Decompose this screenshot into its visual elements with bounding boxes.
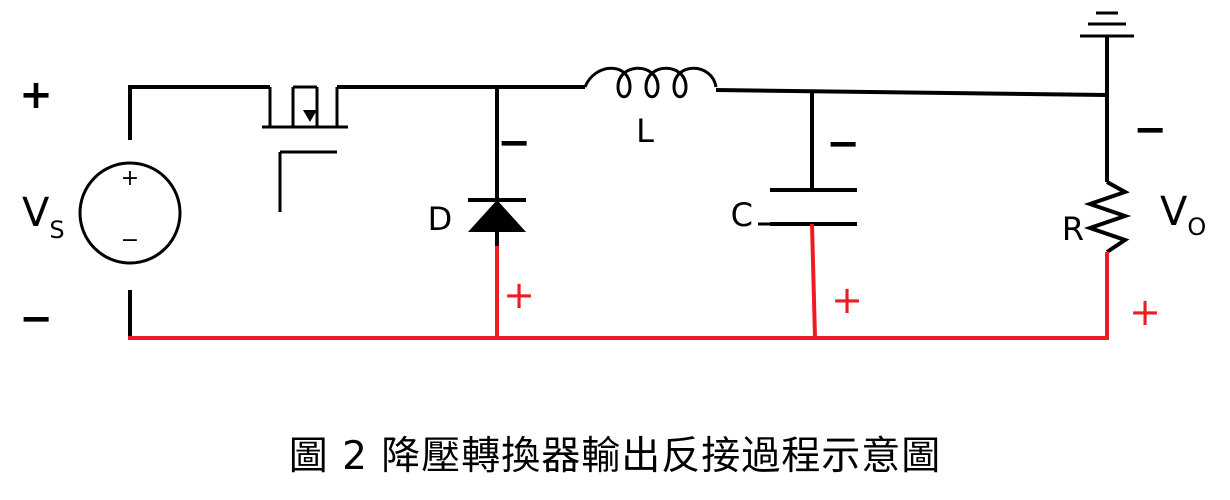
figure-caption: 圖 2 降壓轉換器輸出反接過程示意圖: [288, 434, 942, 479]
diode-minus: −: [497, 120, 531, 166]
vo-label-sub: O: [1187, 213, 1206, 241]
resistor-minus: −: [1133, 107, 1167, 153]
output-voltage-label: VO: [1160, 189, 1206, 241]
source-label-main: V: [22, 190, 50, 236]
wire-output-top: [715, 88, 1108, 97]
ground-symbol: [1080, 11, 1134, 95]
inductor: [583, 66, 718, 99]
source-label-sub: S: [49, 216, 64, 244]
capacitor-plus: +: [831, 278, 863, 322]
inductor-label: L: [636, 112, 654, 150]
source-inner-plus: +: [121, 166, 139, 191]
vo-label-main: V: [1160, 189, 1188, 235]
capacitor-minus: −: [826, 121, 860, 167]
diode-plus: +: [503, 273, 535, 317]
resistor: [1083, 95, 1132, 254]
capacitor-red-lead: [810, 223, 817, 339]
source-inner-minus: −: [121, 228, 139, 253]
source-label: VS: [22, 190, 65, 244]
resistor-label: R: [1062, 210, 1084, 248]
resistor-plus: +: [1129, 290, 1161, 334]
mosfet-switch: [262, 85, 348, 212]
capacitor-label: C: [731, 196, 753, 234]
diode-label: D: [428, 200, 453, 238]
diode: [468, 87, 526, 246]
source-outer-minus: −: [19, 296, 53, 342]
voltage-source: + −: [78, 140, 182, 290]
source-outer-plus: +: [19, 72, 53, 118]
